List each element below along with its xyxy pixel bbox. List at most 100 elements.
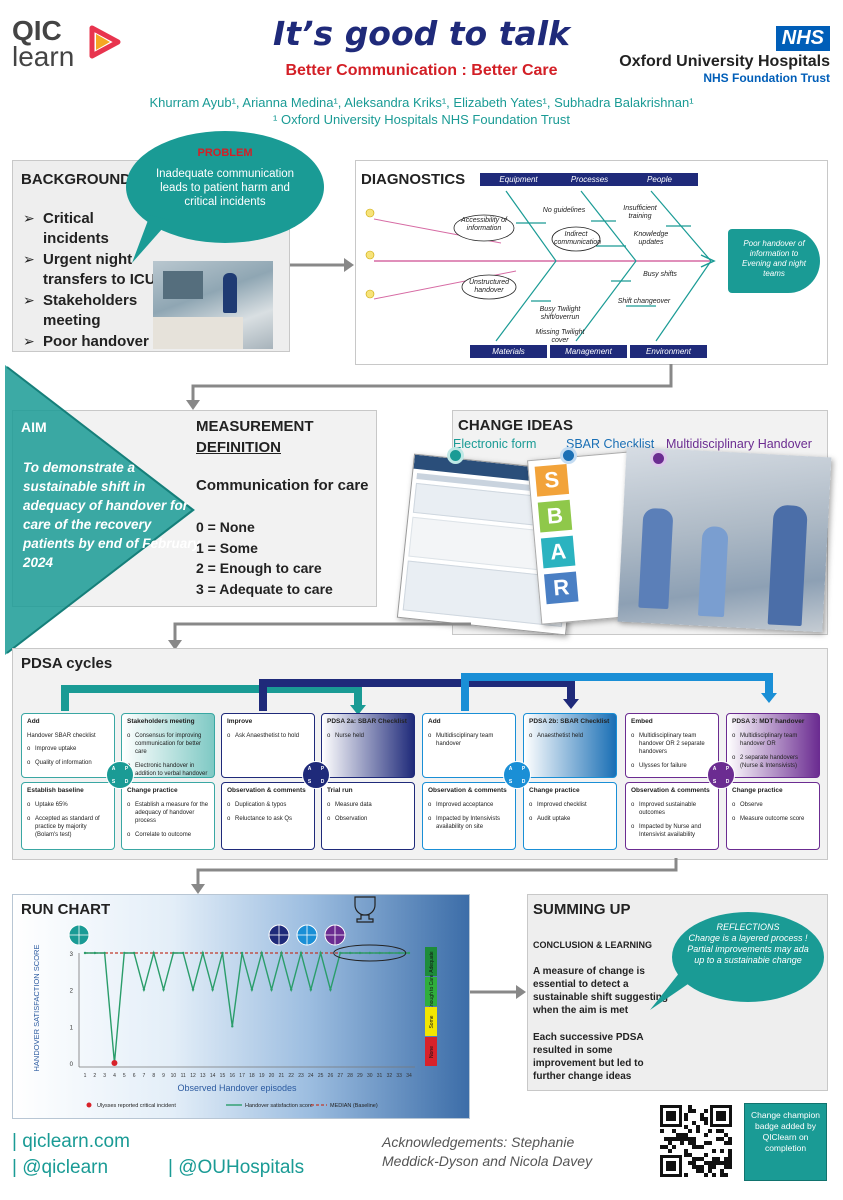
x-tick-label: 22: [288, 1073, 294, 1079]
data-point: [388, 951, 391, 955]
pdsa-card-item: Improved checklist: [529, 801, 611, 809]
y-axis-label: HANDOVER SATISFACTION SCORE: [32, 945, 41, 1072]
qr-module: [676, 1137, 680, 1141]
qr-module: [660, 1145, 664, 1149]
qr-module: [720, 1149, 724, 1153]
pdsa-card-item: Multidisciplinary team handover OR 2 sep…: [631, 732, 713, 756]
qr-module: [716, 1161, 720, 1165]
qr-module: [716, 1129, 720, 1133]
data-point: [142, 988, 146, 991]
disc-letter: D: [124, 778, 129, 785]
x-tick-label: 10: [171, 1073, 177, 1079]
pdsa-card-item: Establish a measure for the adequacy of …: [127, 801, 209, 825]
conclusion-heading: CONCLUSION & LEARNING: [533, 940, 652, 950]
footer-link-qiclearn-twitter[interactable]: | @qiclearn: [12, 1157, 109, 1178]
data-point: [289, 988, 293, 991]
pdsa-card-heading: Change practice: [529, 787, 580, 794]
scale-item: 1 = Some: [196, 539, 258, 556]
qr-module: [672, 1129, 676, 1133]
qr-module: [704, 1141, 708, 1145]
problem-text: Inadequate communication leads to patien…: [155, 168, 295, 208]
footer-link-ouh-twitter[interactable]: | @OUHospitals: [168, 1157, 305, 1178]
data-point: [309, 988, 313, 991]
bubble-tail: [132, 215, 170, 263]
pdsa-card: ImproveAsk Anaesthetist to hold: [221, 713, 315, 778]
qr-module: [724, 1157, 728, 1161]
background-bullets: Critical incidents Urgent night transfer…: [23, 209, 163, 353]
qr-module: [708, 1129, 712, 1133]
pdsa-card-heading: Add: [428, 718, 441, 725]
bullet-item: Poor handover: [23, 332, 163, 352]
x-tick-label: 16: [229, 1073, 235, 1079]
qr-module: [684, 1153, 688, 1157]
data-point: [378, 951, 381, 955]
scale-bar-label: None: [429, 1046, 435, 1058]
cause-label: Shift changeover: [617, 298, 671, 305]
x-tick-label: 19: [259, 1073, 265, 1079]
qr-module: [692, 1141, 696, 1145]
data-point: [162, 988, 165, 991]
disc-letter: D: [521, 778, 526, 785]
disc-letter: A: [111, 765, 116, 772]
pdsa-card-item: Consensus for improving communication fo…: [127, 732, 209, 756]
pdsa-card-item: Multidisciplinary team handover OR: [732, 732, 814, 748]
effect-shape: Poor handover of information to Evening …: [728, 229, 820, 293]
data-point: [201, 951, 205, 955]
x-tick-label: 27: [337, 1073, 343, 1079]
qr-module: [708, 1169, 712, 1173]
qr-module: [664, 1137, 668, 1141]
qr-module: [724, 1173, 728, 1177]
conclusion-p1: A measure of change is essential to dete…: [533, 966, 669, 1016]
footer-link-qiclearn-site[interactable]: | qiclearn.com: [12, 1131, 130, 1152]
pdsa-card-item: Anaesthetist held: [529, 732, 611, 740]
disc-letter: P: [521, 765, 526, 772]
reflections-title: REFLECTIONS: [716, 922, 780, 932]
qr-module: [720, 1169, 724, 1173]
pdsa-card-heading: PDSA 2a: SBAR Checklist: [327, 718, 407, 725]
pdsa-card-item: 2 separate handovers (Nurse & Intensivis…: [732, 754, 814, 770]
sbar-letter: B: [537, 499, 573, 533]
qr-code-icon[interactable]: [658, 1103, 734, 1179]
reflections-bubble: REFLECTIONS Change is a layered process …: [672, 912, 824, 1002]
conclusion-p2: Each successive PDSA resulted in some im…: [533, 1032, 644, 1082]
qr-module: [712, 1157, 716, 1161]
x-tick-label: 24: [308, 1073, 314, 1079]
x-tick-label: 15: [220, 1073, 226, 1079]
qr-module: [728, 1153, 732, 1157]
pdsa-card-heading: Observation & comments: [428, 787, 507, 794]
legend-incident-marker: [86, 1102, 92, 1108]
data-point: [231, 1025, 234, 1028]
data-point: [299, 951, 303, 955]
fishbone-head-people: People: [621, 173, 698, 186]
page-subtitle: Better Communication : Better Care: [285, 62, 558, 79]
x-tick-label: 14: [210, 1073, 216, 1079]
qr-module: [708, 1165, 712, 1169]
qr-module: [728, 1165, 732, 1169]
x-tick-label: 21: [279, 1073, 285, 1079]
authors: Khurram Ayub¹, Arianna Medina¹, Aleksand…: [149, 95, 694, 110]
sbar-letter: S: [534, 463, 570, 497]
nhs-badge: NHS: [775, 26, 830, 51]
qr-module: [720, 1137, 724, 1141]
badge-text: Change champion badge added by QIClearn …: [751, 1110, 820, 1153]
qr-module: [716, 1137, 720, 1141]
x-tick-label: 8: [152, 1073, 155, 1079]
summing-up-title: SUMMING UP: [533, 901, 631, 918]
cause-label: Unstructured handover: [468, 279, 510, 294]
sustained-region-ellipse: [333, 944, 407, 962]
qiclearn-logo: QIC learn: [12, 17, 122, 71]
qr-module: [728, 1141, 732, 1145]
qr-module: [684, 1133, 688, 1137]
play-icon: [89, 25, 121, 59]
x-tick-label: 18: [249, 1073, 255, 1079]
pdsa-card-heading: Observation & comments: [631, 787, 710, 794]
affiliation: ¹ Oxford University Hospitals NHS Founda…: [273, 112, 570, 127]
qr-module: [720, 1173, 724, 1177]
qr-module: [728, 1157, 732, 1161]
data-point: [211, 988, 214, 991]
qr-module: [688, 1129, 692, 1133]
qr-module: [692, 1165, 696, 1169]
data-point: [181, 951, 185, 955]
measurement-title-line1: MEASUREMENT: [196, 418, 314, 435]
qr-module: [700, 1157, 704, 1161]
